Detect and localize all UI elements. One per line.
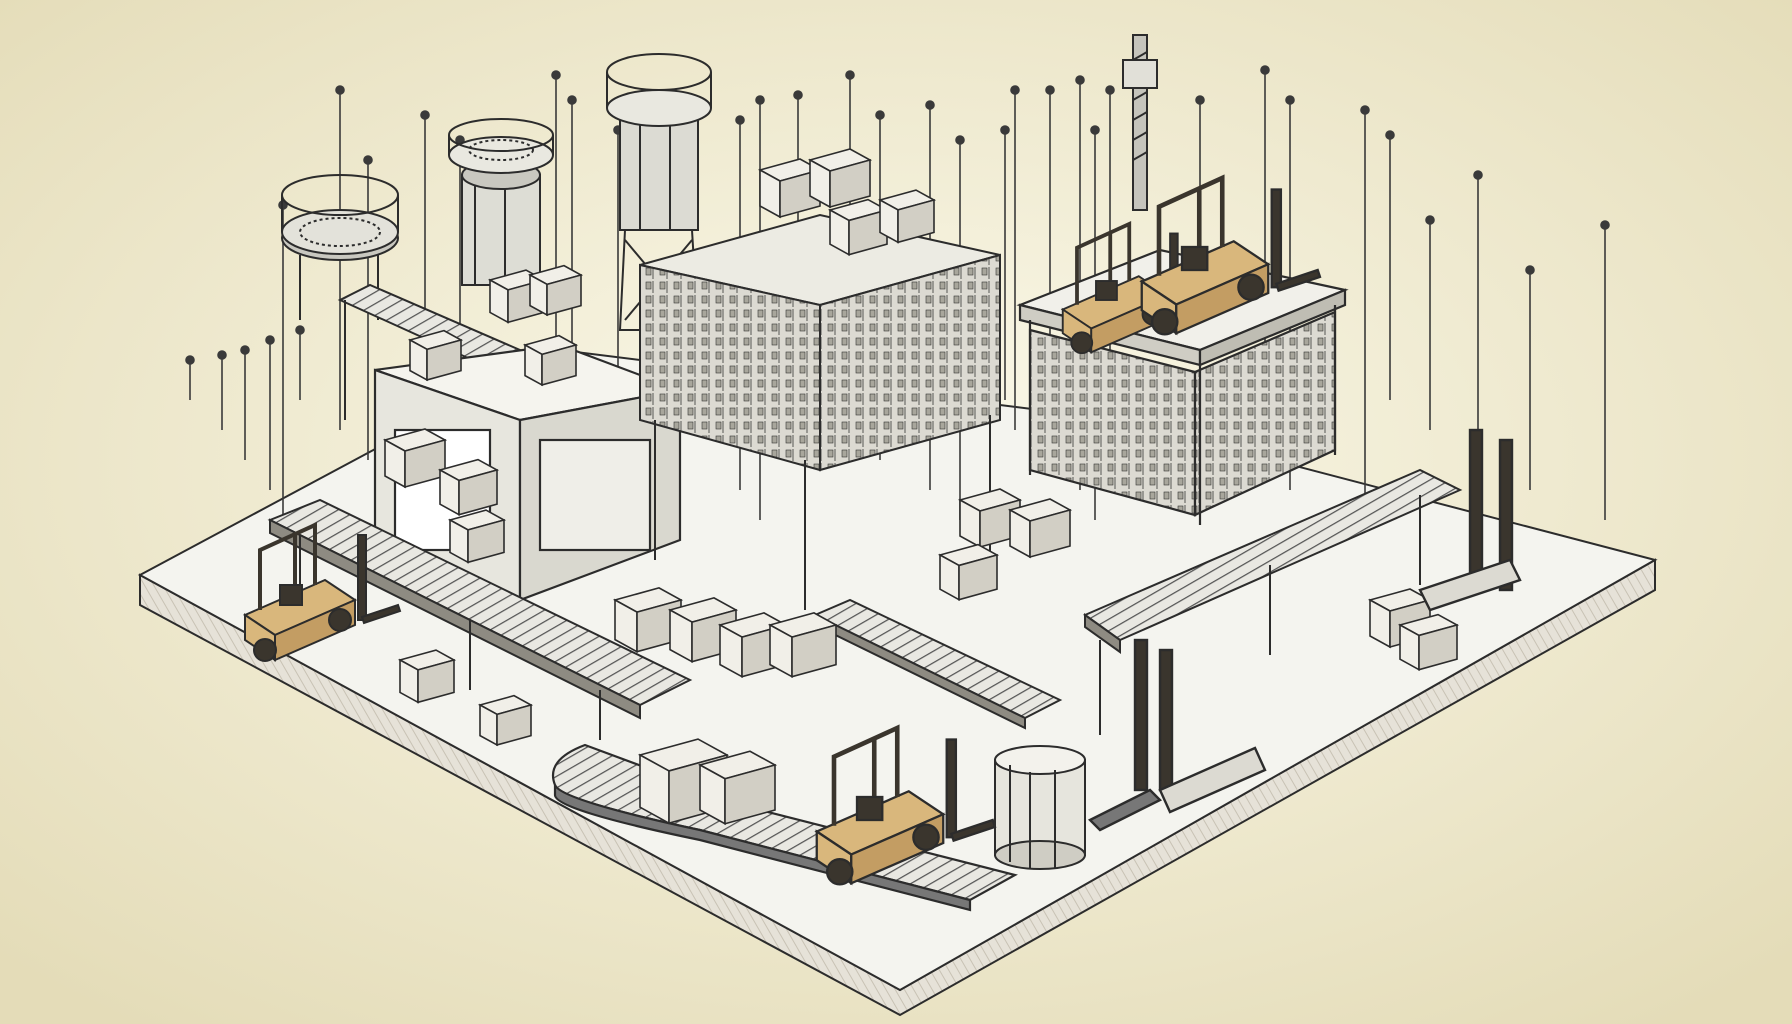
- signal-pole: [265, 335, 275, 490]
- cardboard-box: [407, 329, 464, 382]
- signal-pole: [1473, 170, 1483, 460]
- cardboard-box: [397, 649, 457, 704]
- cardboard-box: [807, 148, 873, 209]
- pallet-jack-right: [1418, 428, 1522, 612]
- forklift-front: [814, 724, 997, 886]
- screw-column: [1122, 34, 1158, 211]
- cardboard-box: [767, 612, 839, 679]
- signal-pole: [295, 325, 305, 400]
- cardboard-box: [877, 189, 937, 244]
- cylindrical-bin: [994, 745, 1086, 870]
- forklifts: [242, 174, 1322, 886]
- signal-pole: [1525, 265, 1535, 490]
- tall-silo: [606, 53, 712, 331]
- signal-pole: [1360, 105, 1370, 520]
- cardboard-box: [827, 198, 890, 257]
- pallet-jack-front: [1087, 638, 1267, 832]
- cardboard-box: [667, 597, 739, 664]
- cardboard-box: [527, 264, 584, 317]
- signal-pole: [185, 355, 195, 400]
- middle-silo: [448, 118, 554, 286]
- signal-pole: [217, 350, 227, 430]
- signal-pole: [240, 345, 250, 460]
- box-stacks: [382, 148, 1460, 826]
- cardboard-box: [522, 334, 579, 387]
- signal-pole: [1600, 220, 1610, 520]
- forklift-left: [242, 521, 402, 662]
- signal-pole: [1425, 215, 1435, 430]
- signal-pole: [1385, 130, 1395, 400]
- forklift-roof-b: [1139, 174, 1322, 336]
- right-main-conveyor: [1082, 468, 1463, 735]
- cardboard-box: [717, 612, 789, 679]
- cardboard-box: [447, 509, 507, 564]
- cardboard-box: [697, 750, 778, 826]
- signal-pole: [1000, 125, 1010, 400]
- cardboard-box: [437, 458, 500, 517]
- cardboard-box: [1397, 613, 1460, 672]
- cardboard-box: [477, 694, 534, 747]
- cardboard-box: [937, 543, 1000, 602]
- cardboard-box: [1007, 498, 1073, 559]
- signal-pole: [1010, 85, 1020, 430]
- cardboard-box: [382, 428, 448, 489]
